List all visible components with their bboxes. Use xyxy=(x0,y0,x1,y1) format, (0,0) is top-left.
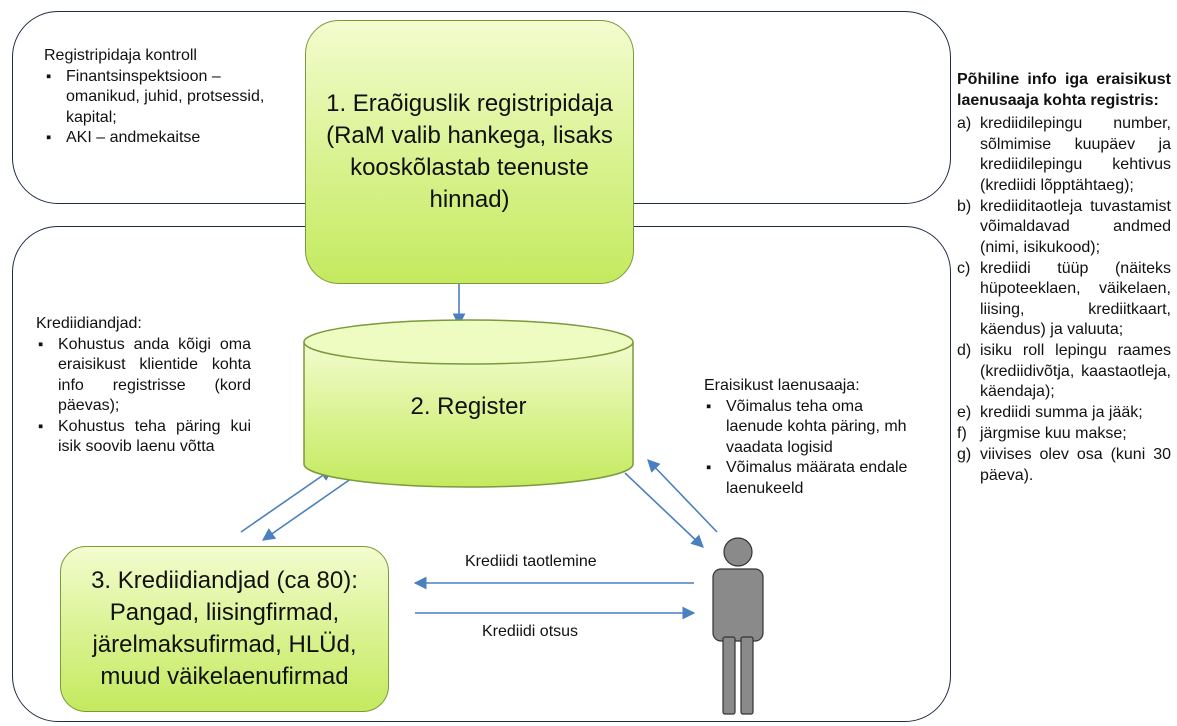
item-text: krediidilepingu number, sõlmimise kuupäe… xyxy=(980,115,1171,194)
item-text: viivises olev osa (kuni 30 päeva). xyxy=(980,446,1171,484)
item-text: krediiditaotleja tuvastamist võimaldavad… xyxy=(980,197,1171,256)
register-database-icon: 2. Register xyxy=(302,318,635,490)
arrow-register-to-borrower xyxy=(624,472,704,548)
registry-keeper-line: 1. Eraõiguslik registripidaja xyxy=(326,90,613,117)
credit-application-label: Krediidi taotlemine xyxy=(465,553,597,570)
registry-data-title: Põhiline info iga eraisikust laenusaaja … xyxy=(957,71,1171,109)
item-marker: a) xyxy=(957,115,972,132)
lenders-obligation-item: Kohustus anda kõigi oma eraisikust klien… xyxy=(36,335,251,417)
item-marker: e) xyxy=(957,404,972,421)
item-text: krediidi summa ja jääk; xyxy=(980,404,1143,421)
item-marker: d) xyxy=(957,342,972,359)
registry-data-item: e) krediidi summa ja jääk; xyxy=(957,403,1171,424)
registry-data-item: b) krediiditaotleja tuvastamist võimaldav… xyxy=(957,197,1171,259)
borrower-rights-title: Eraisikust laenusaaja: xyxy=(704,377,860,394)
item-marker: g) xyxy=(957,446,972,463)
item-text: järgmise kuu makse; xyxy=(980,425,1127,442)
credit-providers-line: Pangad, liisingfirmad, xyxy=(109,599,340,626)
registry-control-title: Registripidaja kontroll xyxy=(44,47,197,64)
credit-providers-box: 3. Krediidiandjad (ca 80): Pangad, liisi… xyxy=(60,546,389,712)
lenders-obligations-note: Krediidiandjad: Kohustus anda kõigi oma … xyxy=(36,314,251,458)
registry-control-item: Finantsinspektsioon – omanikud, juhid, p… xyxy=(44,67,284,129)
registry-data-panel: Põhiline info iga eraisikust laenusaaja … xyxy=(957,70,1171,487)
item-text: isiku roll lepingu raames (krediidivõtja… xyxy=(980,342,1171,400)
arrow-register-to-lenders xyxy=(261,475,356,541)
registry-data-item: g) viivises olev osa (kuni 30 päeva). xyxy=(957,445,1171,486)
registry-data-item: d) isiku roll lepingu raames (krediidivõt… xyxy=(957,341,1171,403)
item-marker: f) xyxy=(957,425,967,442)
borrower-right-item: Võimalus määrata endale laenukeeld xyxy=(704,458,912,499)
lenders-obligations-title: Krediidiandjad: xyxy=(36,315,142,332)
registry-data-item: c) krediidi tüüp (näiteks hüpoteeklaen, v… xyxy=(957,259,1171,341)
registry-control-item: AKI – andmekaitse xyxy=(44,128,284,149)
person-icon xyxy=(712,537,764,715)
borrower-right-item: Võimalus teha oma laenude kohta päring, … xyxy=(704,397,912,459)
credit-providers-line: 3. Krediidiandjad (ca 80): xyxy=(91,567,358,594)
register-label: 2. Register xyxy=(410,393,527,420)
registry-data-item: a) krediidilepingu number, sõlmimise kuup… xyxy=(957,114,1171,196)
registry-keeper-box: 1. Eraõiguslik registripidaja (RaM valib… xyxy=(305,20,634,284)
credit-decision-label: Krediidi otsus xyxy=(482,623,579,640)
credit-providers-line: muud väikelaenufirmad xyxy=(100,663,349,690)
credit-providers-line: järelmaksufirmad, HLÜd, xyxy=(92,631,357,658)
item-marker: c) xyxy=(957,259,971,277)
registry-control-note: Registripidaja kontroll Finantsinspektsi… xyxy=(44,46,284,149)
borrower-rights-note: Eraisikust laenusaaja: Võimalus teha oma… xyxy=(704,376,912,499)
registry-keeper-line: (RaM valib hankega, lisaks xyxy=(326,122,613,149)
lenders-obligation-item: Kohustus teha päring kui isik soovib lae… xyxy=(36,417,251,458)
registry-keeper-line: hinnad) xyxy=(429,186,510,213)
arrow-lenders-to-register xyxy=(240,468,334,533)
item-text: krediidi tüüp (näiteks hüpoteeklaen, väi… xyxy=(980,259,1171,339)
registry-keeper-line: kooskõlastab teenuste xyxy=(350,154,589,181)
registry-data-item: f) järgmise kuu makse; xyxy=(957,424,1171,445)
arrow-borrower-to-register xyxy=(647,459,718,533)
item-marker: b) xyxy=(957,197,972,215)
